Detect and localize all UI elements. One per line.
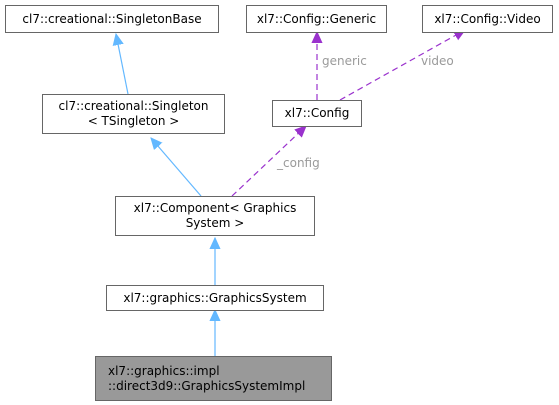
node-component[interactable]: xl7::Component< Graphics System > [115, 196, 315, 236]
node-graphics-system-impl-label-line1: xl7::graphics::impl [108, 363, 220, 378]
edge-label-generic: generic [322, 54, 367, 68]
node-config-label: xl7::Config [284, 106, 350, 120]
edge-label-video: video [421, 54, 454, 68]
node-graphics-system-label: xl7::graphics::GraphicsSystem [123, 290, 307, 305]
node-component-label-line2: System > [185, 216, 245, 230]
edge-config-to-video [339, 30, 465, 101]
node-graphics-system-impl[interactable]: xl7::graphics::impl ::direct3d9::Graphic… [95, 356, 332, 401]
node-config[interactable]: xl7::Config [272, 100, 362, 127]
node-config-generic-label: xl7::Config::Generic [256, 11, 377, 26]
node-config-video-label: xl7::Config::Video [434, 11, 541, 26]
node-singleton[interactable]: cl7::creational::Singleton < TSingleton … [42, 94, 225, 134]
node-graphics-system[interactable]: xl7::graphics::GraphicsSystem [106, 285, 324, 311]
node-singleton-base[interactable]: cl7::creational::SingletonBase [5, 5, 219, 33]
edge-singleton-to-singletonbase [116, 34, 129, 95]
node-singleton-label-line1: cl7::creational::Singleton [58, 99, 209, 113]
edge-component-to-singleton [151, 138, 202, 197]
node-singleton-label-line2: < TSingleton > [87, 114, 180, 128]
edge-component-to-config [231, 126, 306, 197]
node-config-video[interactable]: xl7::Config::Video [422, 5, 553, 33]
edge-label-config: _config [277, 156, 320, 170]
node-component-label-line1: xl7::Component< Graphics [133, 201, 297, 215]
node-config-generic[interactable]: xl7::Config::Generic [246, 5, 387, 33]
node-singleton-base-label: cl7::creational::SingletonBase [22, 11, 202, 26]
node-graphics-system-impl-label-line2: ::direct3d9::GraphicsSystemImpl [108, 378, 306, 393]
